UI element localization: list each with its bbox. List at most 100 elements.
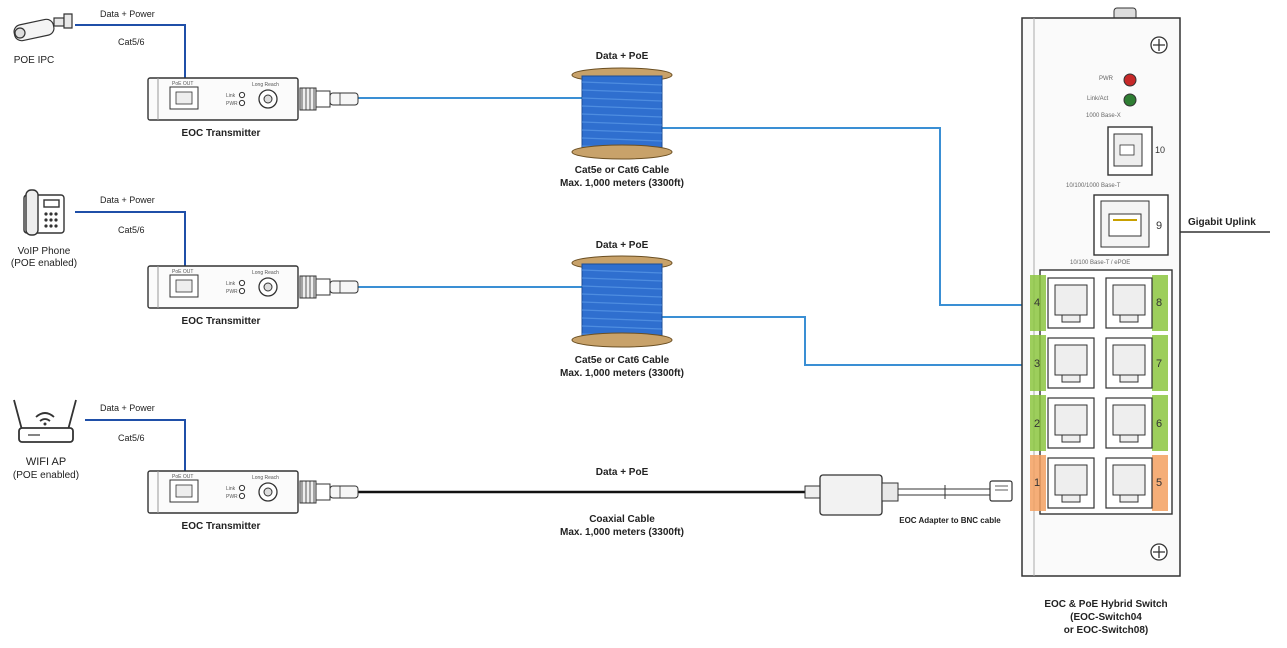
cable-spools (571, 67, 673, 348)
cable-desc-line1: Coaxial Cable (589, 514, 655, 525)
pwr-led-label: PWR (226, 289, 238, 295)
eoc-port[interactable] (1047, 397, 1095, 449)
cable-type-label: Cat5/6 (118, 225, 145, 235)
link-led-label: Link/Act (1087, 96, 1109, 102)
phone-label-line2: (POE enabled) (10, 258, 78, 269)
pwr-led-label: PWR (1099, 76, 1113, 82)
screw-icon (1150, 36, 1168, 54)
adapter-label: EOC Adapter to BNC cable (899, 516, 1001, 525)
pwr-led-icon (238, 492, 246, 500)
wifi-ap-icon (13, 399, 77, 443)
long-cables (358, 97, 1270, 494)
eoc-adapter (804, 474, 1013, 516)
switch-model-line1: (EOC-Switch04 (1070, 612, 1142, 623)
transmitter-label: EOC Transmitter (181, 521, 261, 532)
eoc-port[interactable] (1105, 457, 1153, 509)
eoc-port[interactable] (1105, 337, 1153, 389)
port-color-strip (1030, 335, 1046, 391)
transmitter-label: EOC Transmitter (181, 128, 261, 139)
port-color-strip (1152, 275, 1168, 331)
link-led-icon (238, 91, 246, 99)
cable-type-label: Cat5/6 (118, 37, 145, 47)
link-led-icon (238, 484, 246, 492)
poe-out-label: PoE OUT (172, 474, 193, 480)
cable-spool-icon (571, 67, 673, 160)
port-color-strip (1030, 275, 1046, 331)
bnc-connector-icon (299, 480, 359, 504)
phone-label-line1: VoIP Phone (17, 246, 71, 257)
port-color-strip (1152, 395, 1168, 451)
port-number-right: 7 (1156, 358, 1163, 370)
port-color-strip (1030, 395, 1046, 451)
screw-icon (1150, 543, 1168, 561)
pwr-led-label: PWR (226, 101, 238, 107)
eoc-port[interactable] (1105, 277, 1153, 329)
link-led-label: Link (226, 93, 236, 99)
port-number-left: 1 (1034, 477, 1041, 489)
poe-out-port[interactable] (169, 479, 199, 503)
cable-spool-icon (571, 255, 673, 348)
link-title: Data + PoE (595, 240, 649, 251)
link-led-label: Link (226, 281, 236, 287)
patch-cable-camera (75, 24, 186, 95)
patch-cables (75, 24, 186, 492)
port-number-left: 3 (1034, 358, 1041, 370)
cable-desc-line1: Cat5e or Cat6 Cable (574, 165, 670, 176)
link-title: Data + PoE (595, 51, 649, 62)
long-reach-label: Long Reach (252, 475, 279, 481)
camera-icon (13, 13, 73, 42)
eoc-port[interactable] (1047, 337, 1095, 389)
eoc-port[interactable] (1047, 277, 1095, 329)
uplink-port-number: 9 (1156, 220, 1163, 232)
pwr-led-icon (1123, 73, 1137, 87)
cable-desc-line2: Max. 1,000 meters (3300ft) (560, 368, 684, 379)
phone-icon (23, 189, 65, 236)
poe-out-label: PoE OUT (172, 269, 193, 275)
port-color-strip (1152, 335, 1168, 391)
long-reach-label: Long Reach (252, 82, 279, 88)
poe-out-port[interactable] (169, 86, 199, 110)
cable-row1-out (660, 127, 1034, 306)
ap-label-line1: WIFI AP (25, 456, 67, 468)
eoc-ports-label: 10/100 Base-T / ePOE (1070, 260, 1131, 266)
patch-cable-ap (85, 419, 186, 492)
transmitter-label: EOC Transmitter (181, 316, 261, 327)
data-power-label: Data + Power (100, 195, 155, 205)
link-title: Data + PoE (595, 467, 649, 478)
port-number-right: 5 (1156, 477, 1163, 489)
port-color-strip (1152, 455, 1168, 511)
sfp-port-number: 10 (1155, 145, 1166, 155)
poe-out-port[interactable] (169, 274, 199, 298)
eoc-port[interactable] (1105, 397, 1153, 449)
uplink-port[interactable] (1093, 194, 1169, 256)
port-number-right: 8 (1156, 297, 1163, 309)
uplink-label: Gigabit Uplink (1188, 217, 1256, 228)
sfp-port[interactable] (1107, 126, 1153, 176)
pwr-led-icon (238, 99, 246, 107)
port-number-left: 2 (1034, 418, 1041, 430)
bnc-connector-icon (299, 275, 359, 299)
patch-cable-phone (75, 211, 186, 287)
hybrid-switch (1021, 7, 1181, 577)
sfp-label: 1000 Base-X (1086, 113, 1121, 119)
port-number-right: 6 (1156, 418, 1163, 430)
eoc-ports (1030, 275, 1168, 511)
port-color-strip (1030, 455, 1046, 511)
switch-model-line2: or EOC-Switch08) (1063, 625, 1149, 636)
poe-out-label: PoE OUT (172, 81, 193, 87)
switch-title: EOC & PoE Hybrid Switch (1044, 599, 1168, 610)
cable-desc-line2: Max. 1,000 meters (3300ft) (560, 527, 684, 538)
pwr-led-label: PWR (226, 494, 238, 500)
data-power-label: Data + Power (100, 9, 155, 19)
cable-row2-out (660, 316, 1034, 366)
eoc-port[interactable] (1047, 457, 1095, 509)
cable-desc-line1: Cat5e or Cat6 Cable (574, 355, 670, 366)
long-reach-label: Long Reach (252, 270, 279, 276)
bnc-connector-icon (299, 87, 359, 111)
rj45-label: 10/100/1000 Base-T (1066, 183, 1121, 189)
